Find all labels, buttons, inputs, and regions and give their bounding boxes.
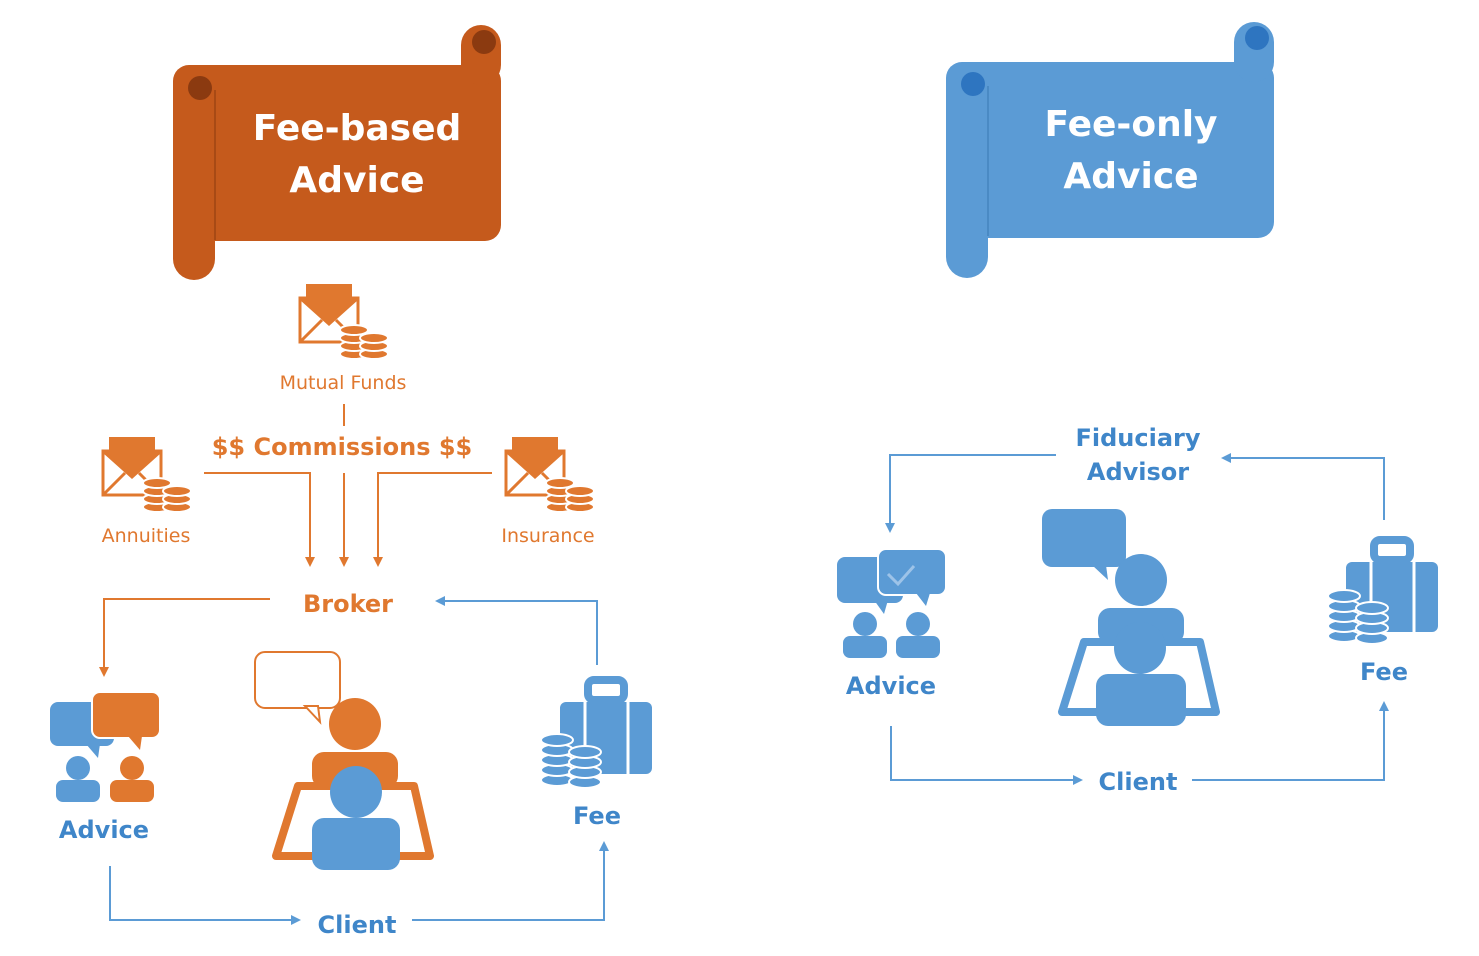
fiduciary-advice-to-client-arrow [890,726,1083,785]
fee-only-banner: Fee-only Advice [946,22,1274,278]
fiduciary-fee-label: Fee [1360,658,1408,686]
fee-luggage-icon [540,676,652,789]
broker-to-advice-arrow [99,598,270,677]
advice-label: Advice [59,816,149,844]
fee-based-title-line1: Fee-based [253,108,462,149]
commission-arrows [204,472,492,567]
commissions-label: $$ Commissions $$ [212,433,473,461]
fee-only-title-line2: Advice [1063,156,1198,197]
fee-label: Fee [573,802,621,830]
fiduciary-client-to-fee-arrow [1192,701,1389,781]
fee-to-broker-arrow [435,596,598,665]
fiduciary-client-icon [1042,509,1220,726]
client-label: Client [318,911,397,939]
fiduciary-label-line1: Fiduciary [1075,424,1200,452]
insurance-icon [504,435,596,514]
broker-label: Broker [303,590,393,618]
advisor-to-advice-arrow [885,454,1056,533]
client-meeting-icon [254,651,434,870]
annuities-label: Annuities [102,525,191,547]
fiduciary-advice-label: Advice [846,672,936,700]
mutual-funds-icon [298,282,390,361]
fiduciary-client-label: Client [1099,768,1178,796]
fiduciary-label-line2: Advisor [1087,458,1189,486]
fiduciary-advice-icon [837,548,947,658]
fee-to-advisor-arrow [1221,453,1385,520]
mutual-funds-label: Mutual Funds [280,372,407,394]
annuities-icon [101,435,193,514]
fee-based-title-line2: Advice [289,160,424,201]
fee-based-banner: Fee-based Advice [173,25,501,280]
advice-people-icon [50,691,161,802]
insurance-label: Insurance [501,525,594,547]
fee-only-title-line1: Fee-only [1044,104,1217,145]
advice-to-client-arrow [109,866,301,925]
client-to-fee-arrow [412,841,609,921]
fiduciary-fee-luggage-icon [1327,536,1438,645]
